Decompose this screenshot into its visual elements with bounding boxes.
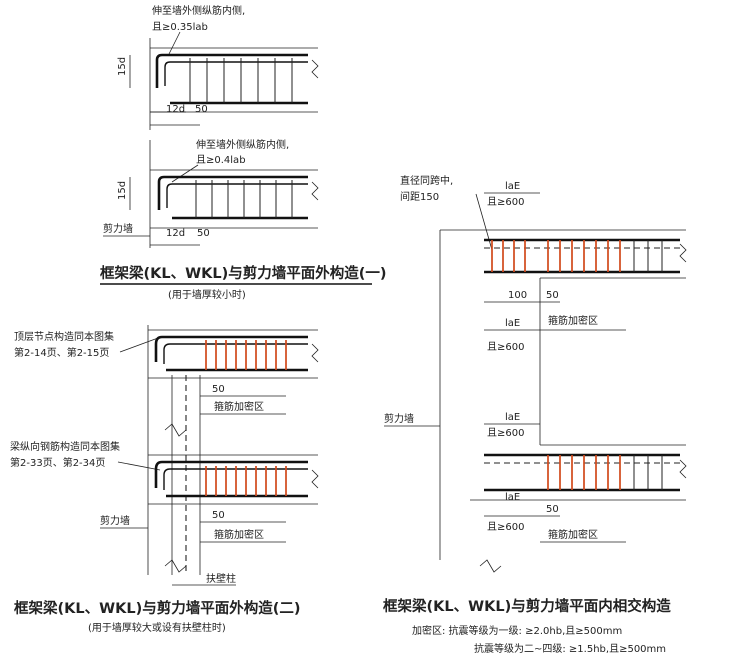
right-lae-cond-3: 且≥600 [487, 427, 524, 439]
top-longitudinal-bar [154, 460, 308, 488]
right-note-1: 直径同跨中, [400, 174, 453, 187]
break-mark [679, 459, 687, 479]
top-inner-bar [163, 343, 308, 364]
mid-bottom-note-2: 第2-33页、第2-34页 [10, 456, 105, 469]
lower-red-stirrups [547, 455, 621, 490]
top-inner-bar [163, 468, 308, 490]
leader-line [117, 461, 161, 471]
right-lae-cond-1: 且≥600 [487, 196, 524, 208]
upper-red-stirrups [491, 240, 621, 272]
stirrups [195, 180, 293, 218]
right-lae-3: laE [505, 412, 520, 423]
wall-break-mark [164, 559, 187, 573]
dim-12d: 12d [166, 104, 185, 115]
right-lae-2: laE [505, 318, 520, 329]
mid-zone-top: 箍筋加密区 [214, 400, 264, 413]
dim-50: 50 [195, 104, 208, 115]
break-mark [311, 59, 319, 79]
right-zone-note-1: 加密区: 抗震等级为一级: ≥2.0hb,且≥500mm [412, 624, 622, 637]
left-top-note-1: 伸至墙外侧纵筋内侧, [152, 4, 245, 17]
top-inner-bar [164, 61, 308, 86]
right-zone-1: 箍筋加密区 [548, 314, 598, 327]
dim-12d: 12d [166, 228, 185, 239]
left-bottom-detail: 伸至墙外侧纵筋内侧, 且≥0.4lab 15d 剪力墙 1 [103, 138, 319, 248]
left-bottom-note-1: 伸至墙外侧纵筋内侧, [196, 138, 289, 151]
wall-label: 剪力墙 [103, 222, 133, 235]
leader-line [171, 164, 199, 183]
red-stirrups-top [205, 340, 287, 370]
right-lae-cond-4: 且≥600 [487, 521, 524, 533]
right-dim-100: 100 [508, 290, 527, 301]
mid-dim-50-top: 50 [212, 384, 225, 395]
wall-break-mark [479, 559, 502, 573]
pilaster-label: 扶壁柱 [206, 572, 236, 585]
figure-left: 伸至墙外侧纵筋内侧, 且≥0.35lab [100, 4, 386, 301]
mid-bottom-note-1: 梁纵向钢筋构造同本图集 [10, 440, 120, 453]
leader-line [119, 337, 159, 353]
break-mark [311, 469, 319, 489]
right-dim-50: 50 [546, 290, 559, 301]
stirrups [189, 58, 293, 103]
top-longitudinal-bar [155, 53, 308, 88]
dim-15d: 15d [117, 57, 128, 76]
left-bottom-note-2: 且≥0.4lab [196, 154, 246, 166]
right-zone-note-2: 抗震等级为二~四级: ≥1.5hb,且≥500mm [474, 642, 666, 655]
figure-middle: 顶层节点构造同本图集 第2-14页、第2-15页 50 箍筋加密区 [10, 325, 319, 634]
left-top-detail: 伸至墙外侧纵筋内侧, 且≥0.35lab [117, 4, 319, 130]
left-top-note-2: 且≥0.35lab [152, 21, 208, 33]
dim-15d: 15d [117, 181, 128, 200]
top-longitudinal-bar [154, 335, 308, 362]
left-subtitle: (用于墙厚较小时) [168, 288, 246, 301]
lower-black-stirrups [633, 455, 663, 490]
middle-title: 框架梁(KL、WKL)与剪力墙平面外构造(二) [14, 599, 300, 617]
top-longitudinal-bar [157, 175, 308, 210]
break-mark [311, 343, 319, 363]
leader-line [167, 31, 181, 57]
right-title: 框架梁(KL、WKL)与剪力墙平面内相交构造 [383, 597, 671, 615]
left-title: 框架梁(KL、WKL)与剪力墙平面外构造(一) [100, 264, 386, 282]
mid-zone-bottom: 箍筋加密区 [214, 528, 264, 541]
wall-break-mark [164, 423, 187, 437]
dim-50: 50 [197, 228, 210, 239]
right-lae-cond-2: 且≥600 [487, 341, 524, 353]
break-mark [679, 243, 687, 263]
right-dim-50-b: 50 [546, 504, 559, 515]
red-stirrups-bottom [205, 466, 287, 496]
right-zone-2: 箍筋加密区 [548, 528, 598, 541]
break-mark [311, 181, 319, 201]
right-lae-1: laE [505, 181, 520, 192]
middle-subtitle: (用于墙厚较大或设有扶壁柱时) [88, 621, 226, 634]
figure-right: 直径同跨中, 间距150 laE 且≥600 [383, 174, 687, 655]
mid-wall-label: 剪力墙 [100, 514, 130, 527]
right-lae-4: laE [505, 492, 520, 503]
mid-dim-50-bottom: 50 [212, 510, 225, 521]
upper-black-stirrups [633, 240, 663, 272]
mid-top-note-1: 顶层节点构造同本图集 [14, 330, 114, 343]
right-note-2: 间距150 [400, 190, 439, 203]
mid-top-note-2: 第2-14页、第2-15页 [14, 346, 109, 359]
right-wall-label: 剪力墙 [384, 412, 414, 425]
top-inner-bar [166, 183, 308, 208]
